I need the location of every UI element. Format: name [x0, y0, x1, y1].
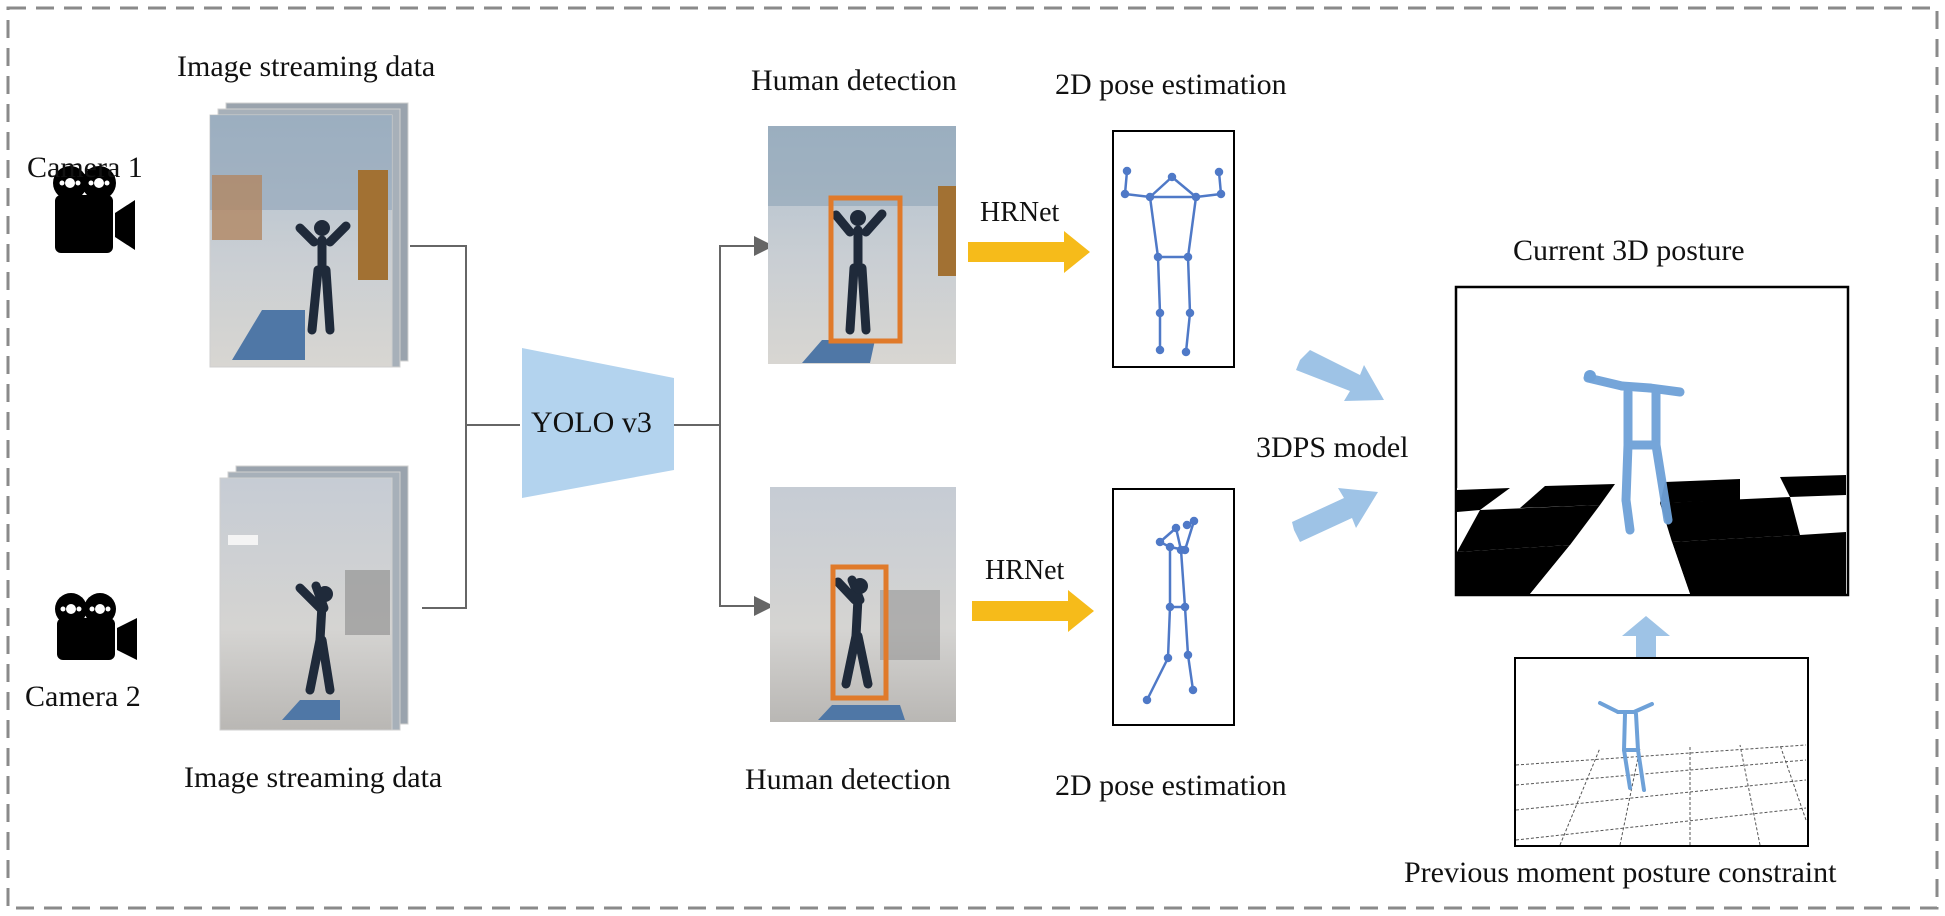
outer-dashed-border — [6, 6, 1939, 910]
detection-label-top: Human detection — [751, 64, 957, 97]
hrnet-arrow-top — [968, 231, 1090, 273]
current-posture-label: Current 3D posture — [1513, 234, 1745, 267]
previous-posture-view — [1514, 657, 1809, 847]
camera-1-label: Camera 1 — [27, 151, 143, 184]
stream-label-top: Image streaming data — [177, 50, 436, 83]
fusion-arrow-top — [1296, 350, 1384, 401]
constraint-up-arrow — [1622, 616, 1670, 658]
stream-label-bottom: Image streaming data — [184, 761, 443, 794]
skeleton-2d-top — [1120, 166, 1226, 357]
camera-1-icon — [53, 166, 135, 253]
detection-image-bottom — [770, 487, 956, 722]
pose-2d-label-bottom: 2D pose estimation — [1055, 769, 1287, 802]
detection-image-top — [768, 126, 956, 364]
image-stack-camera-2 — [219, 465, 409, 731]
previous-posture-label: Previous moment posture constraint — [1404, 856, 1837, 889]
camera-2-icon — [55, 593, 137, 660]
bounding-box-bottom — [830, 564, 889, 701]
camera-2-label: Camera 2 — [25, 680, 141, 713]
pose-2d-box-top — [1112, 130, 1235, 368]
current-3d-posture-view — [1454, 285, 1850, 597]
hrnet-arrow-bottom — [972, 590, 1094, 632]
hrnet-label-top: HRNet — [980, 197, 1060, 228]
pose-2d-label-top: 2D pose estimation — [1055, 68, 1287, 101]
skeleton-2d-bottom — [1142, 516, 1199, 705]
yolo-label: YOLO v3 — [531, 406, 652, 439]
bounding-box-top — [828, 195, 903, 344]
image-stack-camera-1 — [209, 102, 409, 368]
hrnet-label-bottom: HRNet — [985, 555, 1065, 586]
detection-label-bottom: Human detection — [745, 763, 951, 796]
stream-connectors — [410, 236, 774, 616]
fusion-label: 3DPS model — [1256, 431, 1409, 464]
yolo-v3-block — [522, 348, 674, 498]
fusion-arrow-bottom — [1292, 488, 1378, 542]
